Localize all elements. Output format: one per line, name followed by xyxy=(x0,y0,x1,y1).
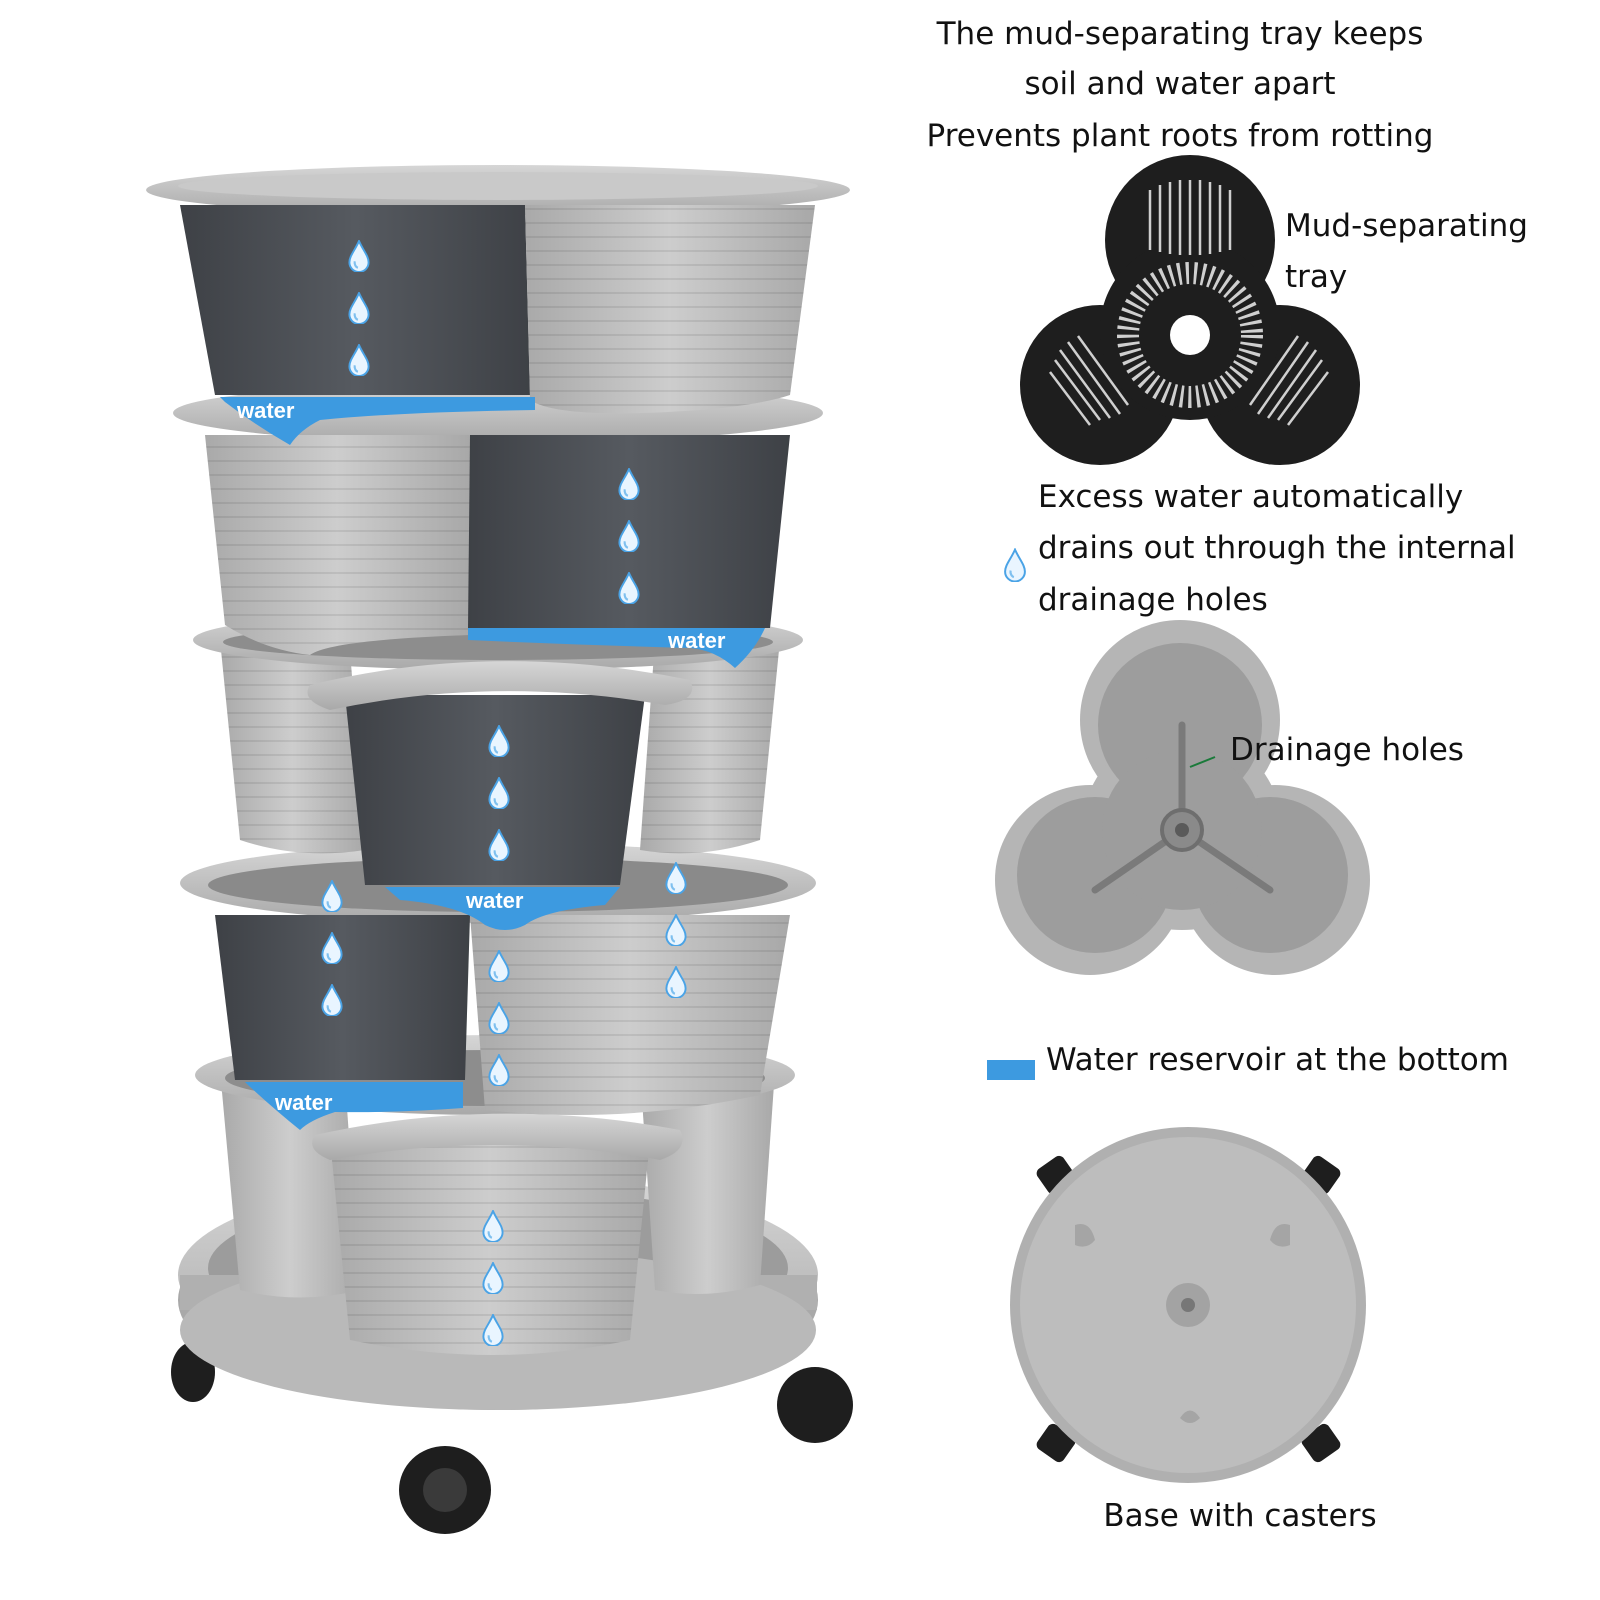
pointer-line xyxy=(1189,756,1216,768)
tray-label-line-1: Mud-separating xyxy=(1285,208,1528,244)
header-line-3: Prevents plant roots from rotting xyxy=(926,118,1434,154)
water-drop-icon xyxy=(1004,548,1026,582)
water-reservoir-indicator xyxy=(385,887,620,930)
water-reservoir-legend-swatch xyxy=(987,1060,1035,1080)
pot-top-view-image xyxy=(995,620,1370,975)
water-label: water xyxy=(667,628,726,653)
base-top-view-image xyxy=(1010,1127,1366,1483)
water-label: water xyxy=(274,1090,333,1115)
header-line-2: soil and water apart xyxy=(1024,66,1336,102)
caster-icon xyxy=(1301,1423,1341,1463)
water-label: water xyxy=(236,398,295,423)
reservoir-label: Water reservoir at the bottom xyxy=(1046,1042,1509,1078)
water-reservoir-indicator xyxy=(220,397,535,445)
drain-text-line-1: Excess water automatically xyxy=(1038,479,1464,515)
caster-icon xyxy=(423,1468,467,1512)
mud-separating-tray-image xyxy=(1020,155,1360,465)
water-label: water xyxy=(465,888,524,913)
drainage-holes-label: Drainage holes xyxy=(1230,732,1464,768)
planter-tier-2: water xyxy=(173,383,823,668)
header-line-1: The mud-separating tray keeps xyxy=(936,16,1424,52)
drain-text-line-2: drains out through the internal xyxy=(1038,530,1516,566)
base-label: Base with casters xyxy=(1103,1498,1377,1534)
planter-tier-4: water xyxy=(180,843,816,1130)
planter-tier-1: water xyxy=(146,165,850,445)
caster-icon xyxy=(777,1367,853,1443)
tray-label-line-2: tray xyxy=(1285,259,1348,295)
drain-text-line-3: drainage holes xyxy=(1038,582,1268,618)
water-reservoir-indicator xyxy=(245,1082,463,1130)
water-reservoir-indicator xyxy=(468,628,765,668)
